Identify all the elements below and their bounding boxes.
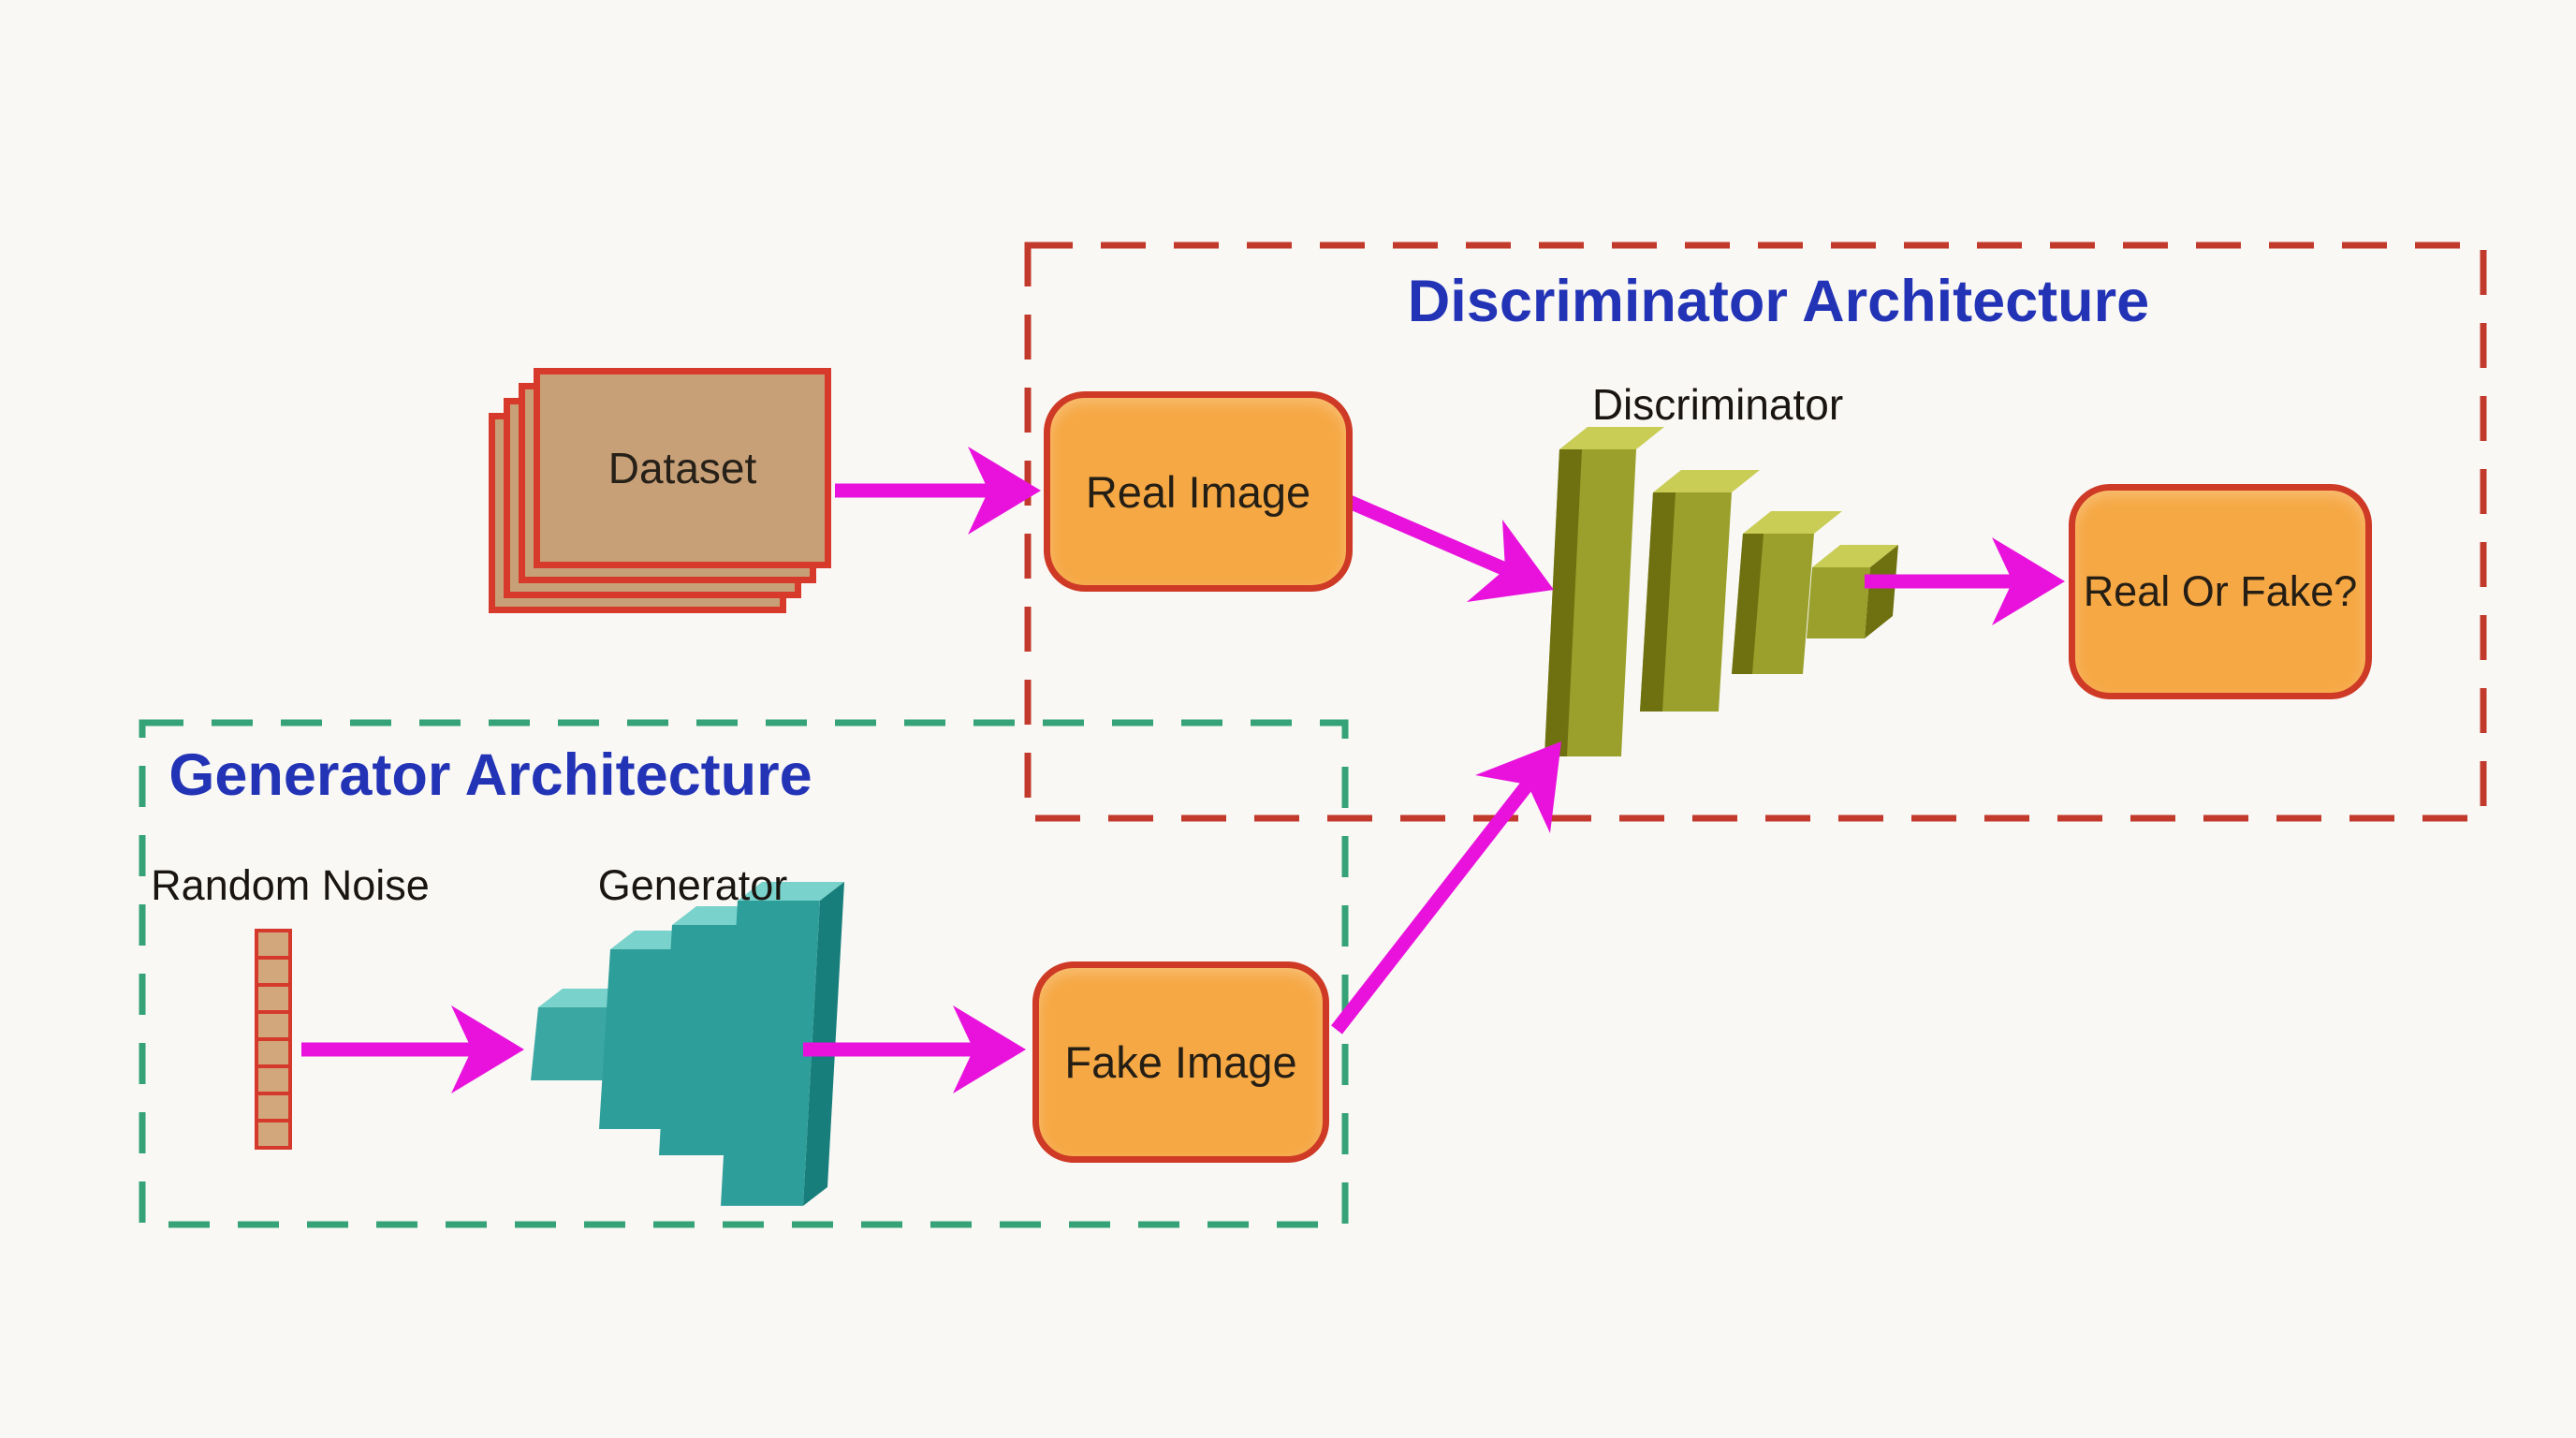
discriminator-network-icon [1544, 427, 1898, 756]
real-image-node: Real Image [1044, 391, 1353, 592]
real-or-fake-label: Real Or Fake? [2083, 567, 2358, 615]
real-image-label: Real Image [1085, 466, 1311, 517]
dataset-label: Dataset [607, 444, 757, 492]
generator-section-border [139, 719, 1349, 1228]
arrow-generator-to-fake-image [803, 1005, 1026, 1093]
generator-section-title: Generator Architecture [168, 742, 812, 808]
arrow-dataset-to-real-image [835, 447, 1041, 535]
arrow-noise-to-generator [301, 1005, 524, 1093]
fake-image-label: Fake Image [1064, 1037, 1297, 1087]
arrow-discriminator-to-verdict [1865, 537, 2065, 625]
fake-image-node: Fake Image [1032, 961, 1329, 1163]
random-noise-label: Random Noise [151, 861, 430, 909]
discriminator-section-title: Discriminator Architecture [1407, 269, 2150, 334]
generator-network-icon [531, 882, 844, 1206]
arrow-fake-image-to-discriminator [1331, 741, 1561, 1034]
real-or-fake-node: Real Or Fake? [2069, 484, 2372, 699]
generator-label: Generator [597, 861, 788, 909]
discriminator-label: Discriminator [1591, 380, 1844, 429]
noise-cell [255, 1119, 292, 1150]
flow-arrows [301, 447, 2065, 1093]
dataset-card-front: Dataset [534, 368, 831, 568]
arrow-real-image-to-discriminator [1342, 493, 1554, 602]
noise-cell [255, 1064, 292, 1095]
noise-vector-icon [255, 929, 292, 1150]
